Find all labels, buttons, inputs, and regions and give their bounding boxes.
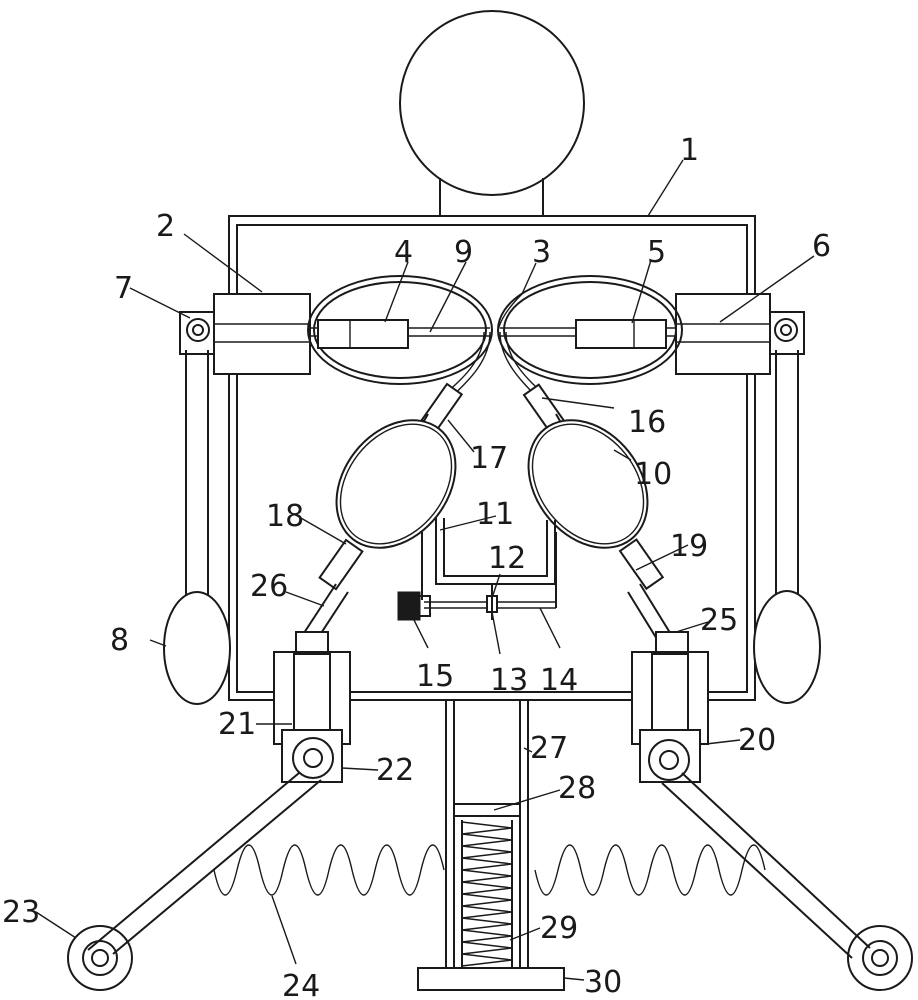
head bbox=[399, 10, 585, 216]
right-swing-arm bbox=[753, 350, 821, 704]
label-14: 14 bbox=[540, 663, 578, 698]
left-wheel bbox=[67, 925, 133, 991]
label-8: 8 bbox=[110, 623, 129, 658]
label-9: 9 bbox=[454, 235, 473, 270]
right-bladder-inner bbox=[531, 423, 645, 545]
right-hinge bbox=[769, 311, 805, 355]
label-5: 5 bbox=[647, 235, 666, 270]
label-18: 18 bbox=[266, 499, 304, 534]
right-cylinder bbox=[631, 631, 709, 745]
right-wheel bbox=[847, 925, 913, 991]
coil-spring bbox=[461, 820, 513, 968]
right-rod-slider bbox=[500, 319, 676, 349]
callout-labels: 1 2 3 4 5 6 7 8 9 10 11 12 13 14 15 16 1… bbox=[2, 133, 831, 1000]
label-4: 4 bbox=[394, 235, 413, 270]
label-26: 26 bbox=[250, 569, 288, 604]
label-11: 11 bbox=[476, 497, 514, 532]
left-rod-slider bbox=[310, 319, 490, 349]
left-bladder bbox=[335, 419, 457, 549]
label-27: 27 bbox=[530, 731, 568, 766]
label-22: 22 bbox=[376, 753, 414, 788]
central-sleeve bbox=[445, 700, 529, 976]
label-23: 23 bbox=[2, 895, 40, 930]
label-6: 6 bbox=[812, 229, 831, 264]
label-10: 10 bbox=[634, 457, 672, 492]
label-2: 2 bbox=[156, 209, 175, 244]
left-lower-link bbox=[301, 538, 364, 645]
housing-frame bbox=[228, 215, 756, 701]
label-13: 13 bbox=[490, 663, 528, 698]
left-bladder-inner bbox=[339, 423, 453, 545]
left-leg bbox=[87, 772, 322, 955]
label-20: 20 bbox=[738, 723, 776, 758]
right-upper-block bbox=[675, 293, 771, 375]
right-pivot bbox=[639, 729, 701, 783]
base-plate bbox=[417, 967, 565, 991]
right-wavy-spring bbox=[534, 844, 766, 896]
label-12: 12 bbox=[488, 541, 526, 576]
right-leg bbox=[661, 772, 871, 959]
label-24: 24 bbox=[282, 969, 320, 1000]
left-cylinder bbox=[273, 631, 351, 745]
label-16: 16 bbox=[628, 405, 666, 440]
label-19: 19 bbox=[670, 529, 708, 564]
label-17: 17 bbox=[470, 441, 508, 476]
left-swing-arm bbox=[163, 350, 231, 705]
right-lower-link bbox=[618, 538, 673, 645]
label-29: 29 bbox=[540, 911, 578, 946]
left-upper-block bbox=[213, 293, 311, 375]
label-7: 7 bbox=[114, 271, 133, 306]
left-wavy-spring bbox=[213, 844, 445, 896]
label-30: 30 bbox=[584, 965, 622, 1000]
left-pivot bbox=[281, 729, 343, 783]
label-15: 15 bbox=[416, 659, 454, 694]
label-21: 21 bbox=[218, 707, 256, 742]
leader-lines bbox=[35, 159, 815, 981]
label-25: 25 bbox=[700, 603, 738, 638]
label-3: 3 bbox=[532, 235, 551, 270]
label-1: 1 bbox=[680, 133, 699, 168]
left-hinge bbox=[179, 311, 215, 355]
label-28: 28 bbox=[558, 771, 596, 806]
internal-bracket bbox=[421, 518, 557, 608]
